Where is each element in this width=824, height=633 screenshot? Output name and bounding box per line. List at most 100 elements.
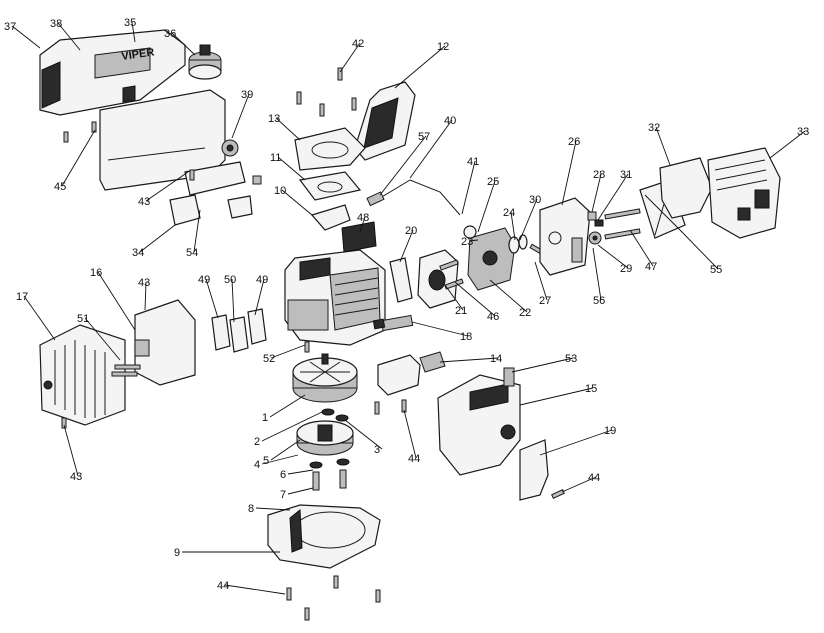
callout-49: 49 [254, 274, 268, 316]
callout-24: 24 [503, 207, 516, 241]
callout-label: 54 [186, 247, 198, 259]
spark-boot [503, 367, 515, 387]
leader-line [597, 173, 629, 221]
fuel-tank-assembly: VIPER [39, 29, 226, 191]
callout-33: 33 [769, 126, 809, 159]
leader-line [61, 129, 96, 187]
leader-line [97, 271, 136, 331]
leader-line [224, 584, 286, 595]
callout-35: 35 [124, 17, 136, 43]
callout-label: 44 [588, 472, 600, 484]
leader-line [339, 42, 361, 73]
leader-line [84, 317, 121, 361]
callout-53: 53 [511, 353, 577, 373]
callout-49: 49 [198, 274, 219, 319]
callout-label: 26 [568, 136, 580, 148]
carburetor [463, 225, 516, 291]
callout-54: 54 [186, 209, 201, 259]
leader-line [454, 281, 496, 317]
leader-line [359, 216, 366, 233]
leader-line [255, 507, 291, 511]
callout-label: 35 [124, 17, 136, 29]
callout-label: 14 [490, 353, 502, 365]
callout-55: 55 [679, 229, 722, 276]
ignition-module [377, 351, 446, 396]
callout-label: 4 [254, 459, 260, 471]
callout-44: 44 [403, 409, 420, 465]
callout-label: 6 [280, 469, 286, 481]
callout-34: 34 [132, 224, 176, 259]
callout-43: 43 [138, 277, 150, 311]
callout-17: 17 [16, 291, 56, 341]
callout-label: 48 [357, 212, 369, 224]
engine-block [284, 249, 386, 346]
callout-27: 27 [534, 261, 551, 307]
callout-label: 7 [280, 489, 286, 501]
callout-label: 46 [487, 311, 499, 323]
callout-label: 32 [648, 122, 660, 134]
callout-label: 53 [565, 353, 577, 365]
callout-label: 43 [138, 277, 150, 289]
callout-7: 7 [280, 487, 314, 501]
leader-line [477, 180, 496, 233]
muffler-gaskets [211, 308, 267, 353]
choke-parts [587, 211, 604, 245]
callout-label: 21 [455, 305, 467, 317]
callout-29: 29 [597, 244, 632, 275]
leader-line [511, 357, 574, 373]
leader-line [231, 278, 235, 323]
leader-line [131, 21, 136, 43]
tank-bracket [169, 161, 253, 226]
callout-label: 25 [487, 176, 499, 188]
leader-line [344, 419, 383, 450]
leader-line [519, 387, 594, 406]
callout-48: 48 [357, 212, 369, 233]
fan-housing [267, 504, 381, 569]
callout-43: 43 [138, 171, 189, 208]
callout-32: 32 [648, 122, 671, 166]
leader-line [205, 278, 219, 319]
callout-42: 42 [339, 38, 364, 73]
callout-label: 44 [408, 453, 420, 465]
leader-line [591, 173, 602, 213]
housing-bolts [286, 401, 381, 621]
callout-label: 39 [241, 89, 253, 101]
callout-label: 8 [248, 503, 254, 515]
callout-26: 26 [561, 136, 580, 206]
leader-line [409, 119, 453, 179]
callout-label: 36 [164, 28, 176, 40]
leader-line [23, 295, 56, 341]
decal-label [341, 221, 377, 253]
leader-line [534, 261, 548, 301]
grommet [221, 139, 239, 157]
callout-10: 10 [274, 185, 313, 216]
leader-line [444, 284, 464, 311]
callout-label: 18 [460, 331, 472, 343]
washers [321, 408, 349, 422]
callout-21: 21 [444, 284, 467, 317]
callout-25: 25 [477, 176, 499, 233]
callout-label: 16 [90, 267, 102, 279]
leader-line [145, 171, 189, 202]
callout-50: 50 [224, 274, 236, 323]
air-deflector [310, 204, 351, 231]
leader-line [11, 25, 41, 49]
leader-line [539, 429, 613, 456]
intake-manifold [417, 249, 459, 309]
callout-label: 49 [256, 274, 268, 286]
callout-label: 22 [519, 307, 531, 319]
leader-line [139, 224, 176, 253]
callout-label: 43 [70, 471, 82, 483]
leader-line [261, 454, 299, 465]
callout-label: 33 [797, 126, 809, 138]
leader-line [461, 160, 476, 215]
leader-line [63, 424, 79, 477]
callout-label: 44 [217, 580, 229, 592]
leader-line [270, 344, 306, 359]
leader-line [287, 469, 314, 475]
leader-line [629, 229, 654, 267]
callout-label: 12 [437, 41, 449, 53]
carb-gaskets [508, 234, 547, 257]
leader-line [261, 411, 323, 442]
